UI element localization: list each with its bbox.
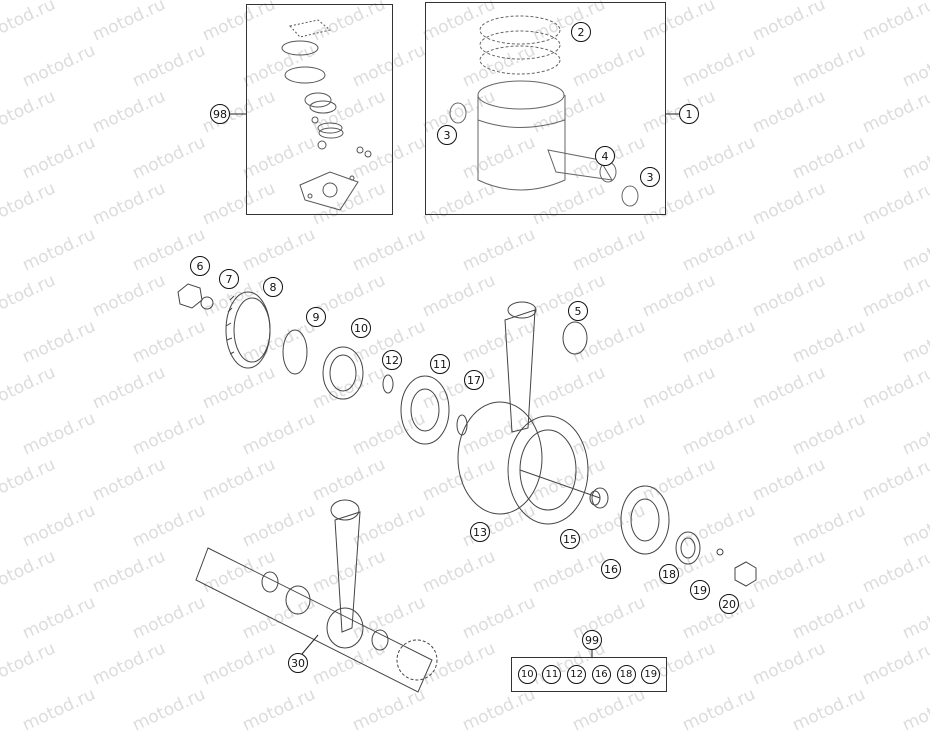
parts-line-art [177, 15, 757, 693]
kit-item-18[interactable]: 18 [616, 665, 636, 684]
callout-18[interactable]: 18 [659, 564, 679, 584]
callout-20[interactable]: 20 [719, 594, 739, 614]
callout-15[interactable]: 15 [560, 529, 580, 549]
crankshaft-drawing [177, 283, 757, 587]
callout-11[interactable]: 11 [430, 354, 450, 374]
kit-99-contents-box: 10 11 12 16 18 19 [511, 657, 667, 692]
kit-item-10[interactable]: 10 [517, 665, 537, 684]
callout-10[interactable]: 10 [351, 318, 371, 338]
callout-9[interactable]: 9 [306, 307, 326, 327]
callout-6[interactable]: 6 [190, 256, 210, 276]
callout-98[interactable]: 98 [210, 104, 230, 124]
gasket-kit-drawing [281, 19, 372, 211]
callout-3-left[interactable]: 3 [437, 125, 457, 145]
callout-4[interactable]: 4 [595, 146, 615, 166]
gasket-kit-box [246, 4, 393, 215]
leader-lines [230, 113, 679, 657]
callout-3-right[interactable]: 3 [640, 167, 660, 187]
callout-17[interactable]: 17 [464, 370, 484, 390]
kit-item-19[interactable]: 19 [641, 665, 661, 684]
callout-5[interactable]: 5 [568, 301, 588, 321]
callout-99[interactable]: 99 [582, 630, 602, 650]
piston-kit-drawing [449, 15, 639, 207]
callout-2[interactable]: 2 [571, 22, 591, 42]
kit-item-12[interactable]: 12 [567, 665, 587, 684]
callout-7[interactable]: 7 [219, 269, 239, 289]
callout-1[interactable]: 1 [679, 104, 699, 124]
kit-item-16[interactable]: 16 [591, 665, 611, 684]
kit-item-11[interactable]: 11 [542, 665, 562, 684]
piston-kit-box [425, 2, 666, 215]
callout-8[interactable]: 8 [263, 277, 283, 297]
conrod-kit-drawing [195, 499, 438, 693]
callout-30[interactable]: 30 [288, 653, 308, 673]
callout-19[interactable]: 19 [690, 580, 710, 600]
callout-13[interactable]: 13 [470, 522, 490, 542]
callout-12[interactable]: 12 [382, 350, 402, 370]
callout-16[interactable]: 16 [601, 559, 621, 579]
